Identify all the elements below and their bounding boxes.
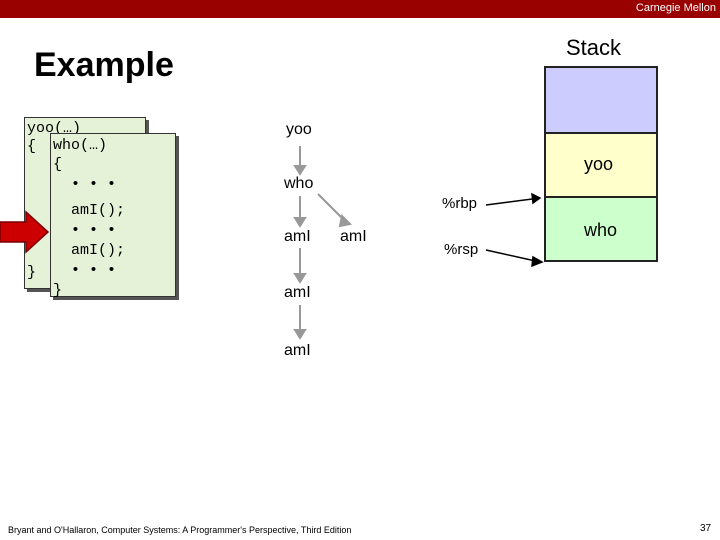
who-close-brace: } (53, 282, 63, 299)
rbp-label: %rbp (442, 195, 478, 212)
yoo-open-brace: { (27, 138, 37, 155)
yoo-close-brace: } (27, 264, 37, 281)
tree-node-ami-4: amI (284, 342, 311, 359)
current-line-arrow (0, 210, 50, 254)
rbp-pointer (485, 197, 541, 206)
tree-node-who: who (284, 175, 314, 192)
page-number: 37 (700, 523, 712, 534)
tree-node-yoo: yoo (286, 121, 312, 138)
who-dots-1: • • • (53, 176, 117, 193)
who-dots-3: • • • (53, 262, 117, 279)
who-code-card: who(…) { • • • amI(); • • • amI(); • • •… (50, 133, 176, 299)
stack-frame-yoo: yoo (544, 132, 658, 198)
yoo-signature: yoo(…) (27, 120, 82, 137)
org-name: Carnegie Mellon (635, 2, 716, 14)
stack-frame-who-label: who (584, 220, 618, 240)
tree-node-ami-3: amI (284, 284, 311, 301)
slide-title: Example (34, 46, 174, 84)
stack-frame-yoo-label: yoo (584, 154, 614, 174)
stack-title: Stack (566, 35, 622, 60)
stack-frame-who: who (544, 196, 658, 262)
rsp-pointer (485, 249, 541, 263)
footer-citation: Bryant and O'Hallaron, Computer Systems:… (8, 525, 352, 535)
who-dots-2: • • • (53, 222, 117, 239)
tree-node-ami-right: amI (340, 228, 367, 245)
who-call-ami-1: amI(); (53, 202, 126, 219)
who-call-ami-2: amI(); (53, 242, 126, 259)
header-bar: Carnegie Mellon (0, 0, 720, 18)
who-signature: who(…) (53, 137, 108, 154)
rsp-label: %rsp (444, 241, 479, 258)
who-open-brace: { (53, 156, 63, 173)
tree-node-ami-left: amI (284, 228, 311, 245)
stack-frame-caller (544, 66, 658, 134)
